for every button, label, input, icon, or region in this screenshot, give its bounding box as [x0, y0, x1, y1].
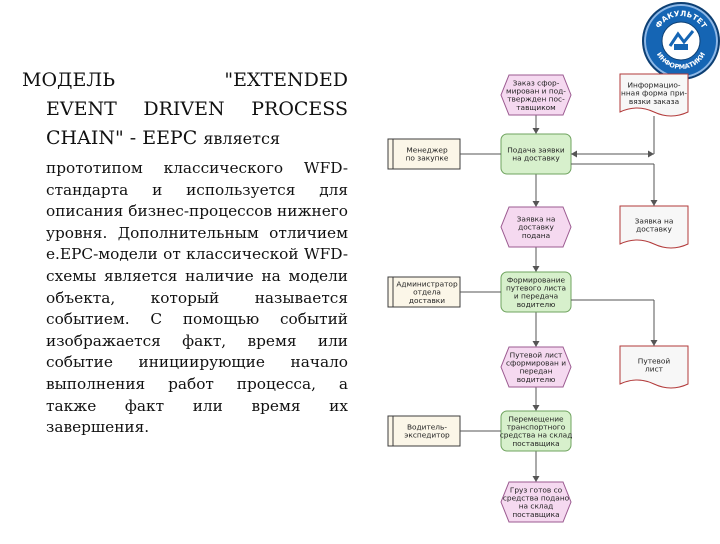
event-label-line: средства подано [503, 494, 570, 503]
function-label-line: поставщика [512, 439, 559, 448]
function-label-line: средства на склад [500, 431, 573, 440]
performer-label-line: Администратор [396, 279, 458, 288]
faculty-badge-logo: ФАКУЛЬТЕТ ИНФОРМАТИКИ [642, 2, 720, 80]
title-line-2: EVENT DRIVEN PROCESS [46, 98, 348, 120]
document-label-line: Информацио- [627, 80, 680, 89]
faculty-badge-svg: ФАКУЛЬТЕТ ИНФОРМАТИКИ [653, 9, 709, 71]
event-label-line: сформирован и [506, 359, 566, 368]
document-arrow [648, 150, 654, 158]
function-label-line: путевого листа [506, 284, 566, 293]
flow-arrow [532, 476, 540, 482]
title-line-1: МОДЕЛЬ "EXTENDED [22, 69, 348, 91]
event-label: Заказ сфор-мирован и под-твержден пос-та… [506, 78, 566, 112]
event-label-line: передан [519, 367, 552, 376]
document-shape [619, 73, 689, 117]
function-label-line: транспортного [507, 423, 566, 432]
function-label-line: на доставку [512, 154, 560, 163]
performer-shape [387, 276, 461, 308]
event-shape [500, 74, 572, 116]
document-shape [619, 205, 689, 249]
function-label-line: Формирование [507, 275, 566, 284]
event-label-line: твержден пос- [507, 95, 565, 104]
flow-arrow [532, 341, 540, 347]
title-line-3: CHAIN" - EEPC является [22, 124, 348, 153]
performer-shape [387, 415, 461, 447]
event-label-line: мирован и под- [506, 87, 566, 96]
event-label-line: тавщиком [516, 103, 556, 112]
event-shape [500, 206, 572, 248]
function-label-line: Перемещение [508, 414, 564, 423]
performer-label: Водитель-экспедитор [404, 423, 450, 440]
performer-label-line: отдела [413, 288, 441, 297]
body-paragraph: прототипом классического WFD-стандарта и… [46, 159, 348, 437]
performer-label-line: Менеджер [406, 146, 448, 155]
performer-label-line: Водитель- [407, 423, 447, 432]
document-shape [619, 345, 689, 389]
performer-label-line: по закупке [406, 154, 449, 163]
document-label-line: вязки заказа [629, 97, 679, 106]
document-label-line: доставку [636, 225, 672, 234]
document-label-line: Путевой [638, 357, 671, 366]
event-label-line: Заказ сфор- [513, 78, 560, 87]
document-arrow [571, 150, 577, 158]
flow-arrow [532, 266, 540, 272]
event-label-line: поставщика [512, 510, 559, 519]
flow-arrow [532, 405, 540, 411]
performer-shape [387, 138, 461, 170]
document-label-line: нная форма при- [621, 89, 687, 98]
event-label-line: подана [522, 231, 550, 240]
document-arrow [650, 340, 658, 346]
document-arrow [650, 200, 658, 206]
eepc-diagram-svg: Заказ сфор-мирован и под-твержден пос-та… [387, 73, 689, 523]
document-label-line: лист [645, 365, 664, 374]
event-label-line: Путевой лист [510, 350, 563, 359]
event-label-line: на склад [519, 502, 554, 511]
flow-arrow [532, 201, 540, 207]
event-label-line: Заявка на [517, 214, 556, 223]
document-label: Информацио-нная форма при-вязки заказа [621, 80, 687, 105]
title-line-3-main: CHAIN" - EEPC [46, 127, 198, 149]
event-label-line: доставку [518, 223, 554, 232]
event-shape [500, 481, 572, 523]
performer-label-line: доставки [409, 296, 445, 305]
document-label-line: Заявка на [635, 217, 674, 226]
event-label-line: Груз готов со [510, 485, 563, 494]
event-shape [500, 346, 572, 388]
function-label-line: водителю [517, 300, 556, 309]
title-line-3-rest: является [203, 129, 281, 148]
function-label-line: Подача заявки [507, 146, 565, 155]
function-label-line: и передача [514, 292, 558, 301]
flow-arrow [532, 128, 540, 134]
slide-title: МОДЕЛЬ "EXTENDED EVENT DRIVEN PROCESS CH… [22, 66, 348, 153]
event-label-line: водителю [517, 375, 556, 384]
performer-label-line: экспедитор [404, 431, 450, 440]
eepc-diagram: Заказ сфор-мирован и под-твержден пос-та… [380, 58, 720, 540]
